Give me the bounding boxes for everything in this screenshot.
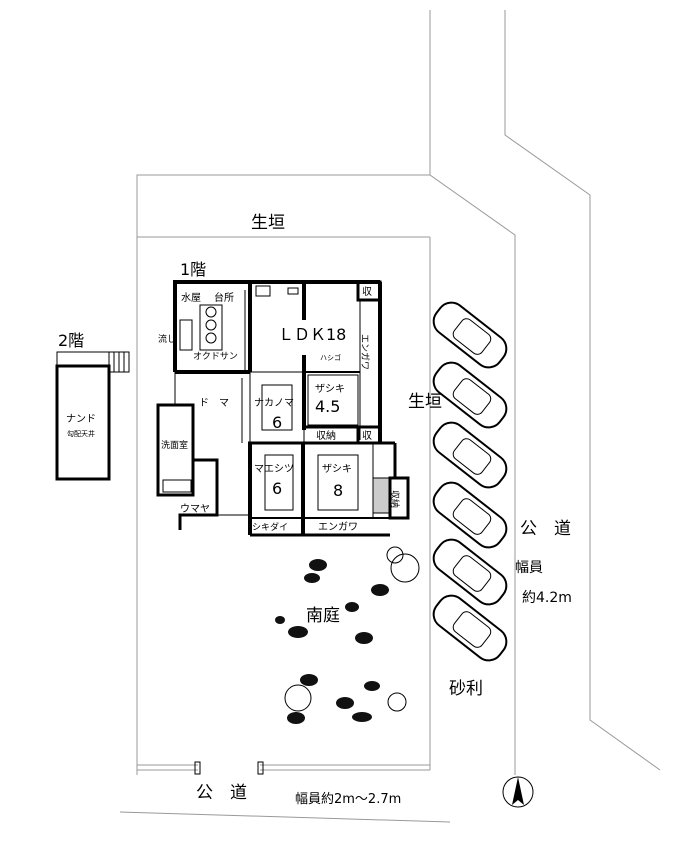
garden-shrubs bbox=[275, 546, 420, 724]
room-label-hashigo: ハシゴ bbox=[320, 353, 341, 362]
room-label-nando: ナンド bbox=[66, 413, 96, 425]
room-label-storage-mid: 収 bbox=[362, 430, 372, 442]
room-label-zashiki: ザシキ bbox=[322, 463, 352, 475]
road-right-width: 約4.2m bbox=[522, 590, 572, 606]
parked-cars bbox=[432, 301, 508, 662]
room-label-doma: ド マ bbox=[199, 398, 229, 409]
room-label-zashiki-small-size: 4.5 bbox=[315, 397, 340, 416]
room-label-engawa-right: エンガワ bbox=[359, 334, 370, 370]
north-arrow-icon bbox=[502, 776, 534, 808]
hedge-right-label: 生垣 bbox=[408, 392, 442, 412]
room-label-maeshitsu: マエシツ bbox=[254, 464, 294, 475]
south-garden-label: 南庭 bbox=[306, 606, 340, 626]
room-label-kitchen: 台所 bbox=[214, 291, 234, 304]
gravel-label: 砂利 bbox=[449, 679, 483, 699]
room-label-engawa-bottom: エンガワ bbox=[318, 521, 358, 533]
room-label-washroom: 洗面室 bbox=[161, 439, 188, 451]
room-label-nando-note: 勾配天井 bbox=[67, 429, 95, 438]
floor1-label: 1階 bbox=[180, 260, 206, 279]
room-label-zashiki-small: ザシキ bbox=[315, 383, 345, 395]
road-bottom-width: 幅員約2m～2.7m bbox=[295, 792, 401, 807]
room-labels: 水屋 台所 流し オクドサン ＬＤＫ18 収 エンガワ ハシゴ ド マ ナカノマ… bbox=[66, 286, 401, 533]
room-label-mizuya: 水屋 bbox=[181, 292, 201, 304]
room-label-shuno: 収納 bbox=[316, 429, 336, 442]
road-bottom-label: 公 道 bbox=[196, 783, 247, 803]
floor2-label: 2階 bbox=[58, 331, 84, 350]
road-right-label: 公 道 bbox=[520, 519, 571, 539]
room-label-okudosan: オクドサン bbox=[193, 351, 238, 362]
room-label-shuno-right: 収納 bbox=[389, 490, 401, 508]
room-label-ldk: ＬＤＫ18 bbox=[278, 325, 346, 344]
room-label-umaya: ウマヤ bbox=[180, 503, 210, 515]
site-boundary bbox=[119, 10, 661, 823]
second-floor-plan bbox=[55, 351, 130, 481]
room-label-maeshitsu-size: 6 bbox=[272, 479, 282, 498]
hedge-top-label: 生垣 bbox=[251, 213, 285, 233]
first-floor-plan bbox=[156, 280, 410, 537]
room-label-zashiki-size: 8 bbox=[333, 481, 343, 500]
room-label-storage-top: 収 bbox=[362, 286, 372, 298]
road-right-width-label: 幅員 bbox=[515, 560, 543, 576]
room-label-nakanoma-size: 6 bbox=[272, 413, 282, 432]
room-label-nagashi: 流し bbox=[158, 333, 176, 345]
room-label-shikidai: シキダイ bbox=[252, 521, 288, 533]
room-label-nakanoma: ナカノマ bbox=[254, 397, 294, 409]
